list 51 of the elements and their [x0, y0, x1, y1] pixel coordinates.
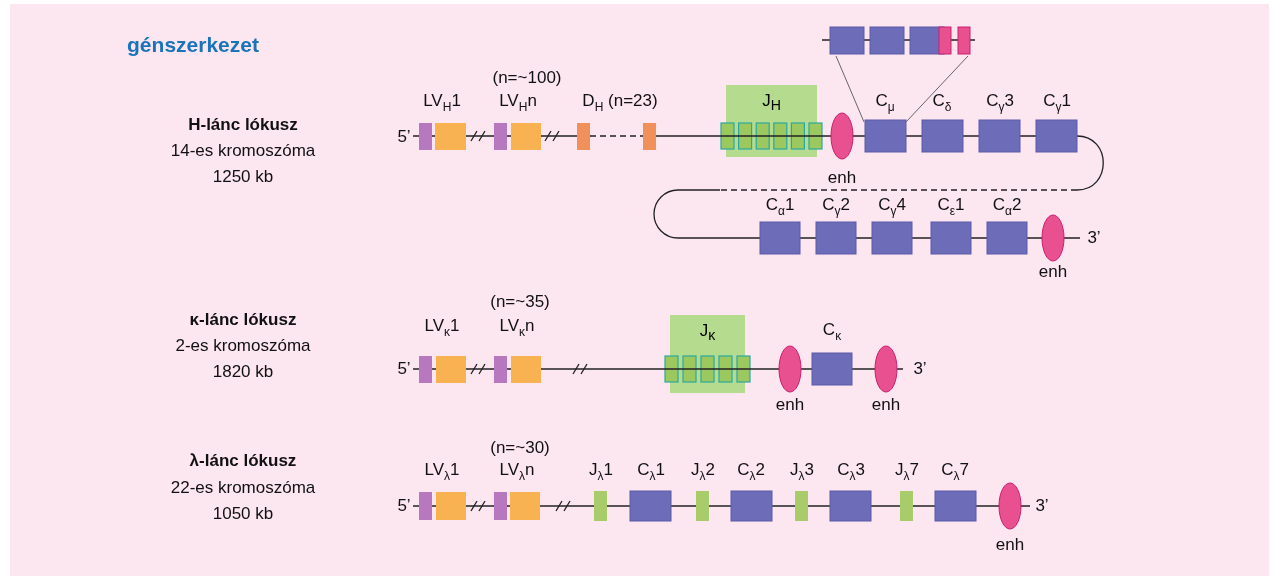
segment-label: C$_{γ}$2	[822, 196, 850, 218]
chromosome-label: 2-es kromoszóma	[175, 336, 311, 356]
strand-end-label: 3’	[913, 359, 927, 379]
enhancer-label: enh	[1038, 262, 1068, 282]
segment-label: C$_{α}$1	[765, 196, 795, 218]
locus-size-label: 1820 kb	[212, 362, 274, 382]
strand-end-label: 5’	[397, 496, 411, 516]
segment-label: C$_{α}$2	[992, 196, 1022, 218]
segment-label: C$_{μ}$	[875, 92, 895, 114]
chromosome-label: 14-es kromoszóma	[170, 141, 316, 161]
locus-heading: κ-lánc lókusz	[189, 310, 297, 330]
enhancer-label: enh	[775, 395, 805, 415]
segment-label: C$_{κ}$	[822, 321, 842, 343]
copy-number-label: (n=~35)	[490, 292, 550, 312]
segment-label: D$_{H}$ (n=23)	[582, 92, 658, 114]
strand-end-label: 3’	[1087, 228, 1101, 248]
segment-label: C$_{γ}$1	[1043, 92, 1071, 114]
strand-end-label: 5’	[397, 127, 411, 147]
title: génszerkezet	[127, 33, 259, 57]
strand-end-label: 3’	[1035, 496, 1049, 516]
enhancer-label: enh	[995, 535, 1025, 555]
segment-label: C$_{λ}$2	[737, 461, 765, 483]
segment-label: LV$_{H}$1	[423, 92, 461, 114]
segment-label: J$_{H}$	[762, 91, 781, 114]
strand-end-label: 5’	[397, 359, 411, 379]
segment-label: LV$_{κ}$n	[499, 317, 535, 339]
copy-number-label: (n=~100)	[492, 68, 562, 88]
segment-label: C$_{λ}$7	[941, 461, 969, 483]
segment-label: J$_{κ}$	[699, 321, 716, 344]
segment-label: LV$_{λ}$1	[424, 461, 460, 483]
enhancer-label: enh	[871, 395, 901, 415]
segment-label: LV$_{H}$n	[499, 92, 537, 114]
locus-heading: H-lánc lókusz	[188, 115, 298, 135]
segment-label: LV$_{κ}$1	[424, 317, 460, 339]
segment-label: LV$_{λ}$n	[499, 461, 535, 483]
segment-label: J$_{λ}$1	[589, 461, 613, 483]
segment-label: C$_{γ}$4	[878, 196, 906, 218]
segment-label: C$_{λ}$3	[837, 461, 865, 483]
segment-label: C$_{δ}$	[932, 92, 952, 114]
locus-size-label: 1250 kb	[212, 167, 274, 187]
segment-label: C$_{λ}$1	[637, 461, 665, 483]
chromosome-label: 22-es kromoszóma	[170, 478, 316, 498]
locus-heading: λ-lánc lókusz	[189, 451, 297, 471]
segment-label: C$_{γ}$3	[986, 92, 1014, 114]
segment-label: C$_{ε}$1	[937, 196, 965, 218]
segment-label: J$_{λ}$7	[895, 461, 919, 483]
segment-label: J$_{λ}$2	[691, 461, 715, 483]
locus-size-label: 1050 kb	[212, 504, 274, 524]
enhancer-label: enh	[827, 168, 857, 188]
segment-label: J$_{λ}$3	[790, 461, 814, 483]
copy-number-label: (n=~30)	[490, 438, 550, 458]
